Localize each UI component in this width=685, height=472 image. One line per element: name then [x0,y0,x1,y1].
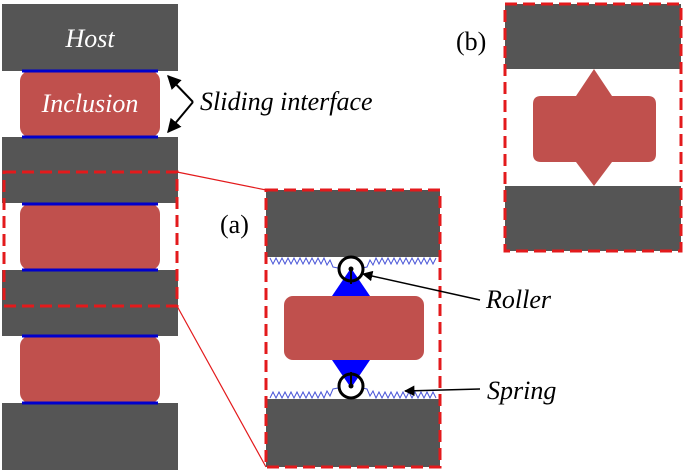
zoom-line-bottom [176,305,267,468]
host-block-top [2,4,178,71]
spring-zigzag [361,256,437,269]
host-block-3 [2,270,178,336]
host-label: Host [64,24,115,53]
sliding-interface-label: Sliding interface [200,87,373,116]
spring-zigzag [269,256,339,269]
roller-circle-top [337,255,365,283]
sliding-interface-callout: Sliding interface [167,74,373,134]
roller-hub-top [348,266,354,272]
panel-b-host-top [505,4,681,69]
roller-hub-bottom [348,383,354,389]
panel-b-label: (b) [456,27,486,56]
panel-a-host-bottom [266,399,440,467]
callout-brace-arrow [167,74,194,103]
panel-b-inclusion [533,69,656,186]
panel-b-host-bottom [505,186,681,251]
roller-arrow [361,270,481,301]
panel-a: (a) [220,188,442,469]
roller-label: Roller [485,285,552,314]
panel-a-host-top [266,190,440,257]
spring-arrow [403,385,481,396]
spring-zigzag [361,387,437,400]
inclusion-block-3 [20,336,160,403]
inclusion-block-1 [20,71,160,137]
panel-a-frame [264,188,442,469]
panel-a-inclusion [284,296,424,360]
inclusion-block-2 [20,204,160,270]
inclusion-label: Inclusion [41,89,139,118]
panel-a-label: (a) [220,210,249,239]
spring-zigzag [269,387,339,400]
selection-frame [2,170,179,308]
zoom-line-top [176,171,267,191]
spring-label: Spring [487,376,556,405]
left-stack: Host Inclusion [2,4,179,470]
callout-brace-arrow [167,101,194,134]
host-block-bottom [2,403,178,470]
host-block-2 [2,137,178,203]
roller-circle-bottom [337,372,365,400]
panel-b: (b) [456,2,683,253]
panel-b-frame [503,2,683,253]
